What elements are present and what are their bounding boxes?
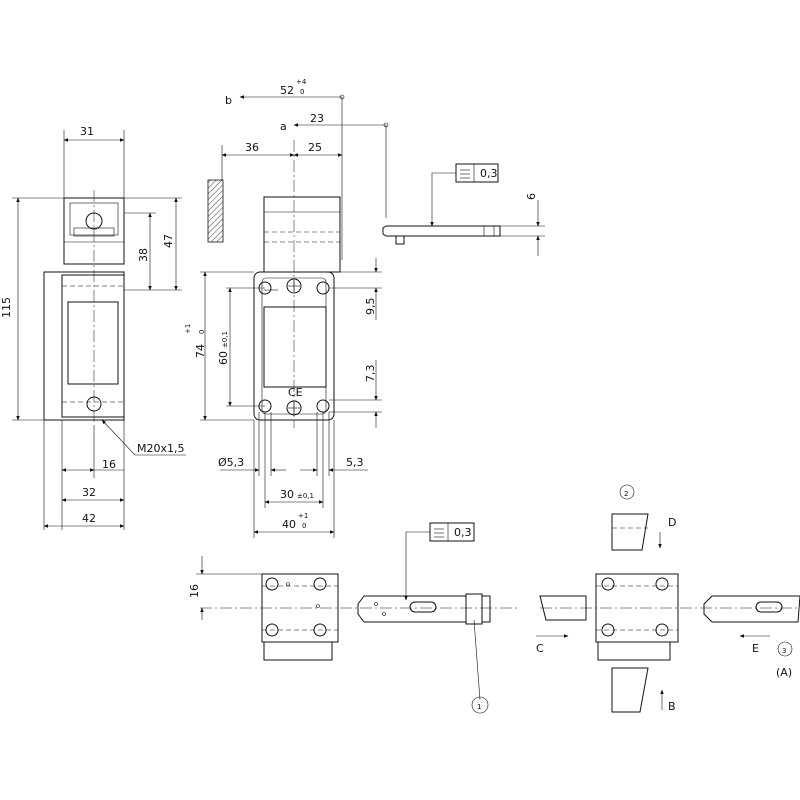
dim-40-tol-up: +1 [298, 512, 308, 520]
ref-a-label: a [280, 120, 287, 133]
dim-dia-5-3: Ø5,3 [218, 456, 244, 469]
dim-32: 32 [82, 486, 96, 499]
dim-30: 30 [280, 488, 294, 501]
dim-thread: M20x1,5 [137, 442, 185, 455]
front-view: CE b 52 +4 0 a 23 36 25 74 +1 0 60 ±0,1 [184, 78, 389, 538]
dim-52-tol-low: 0 [300, 88, 304, 96]
direction-E: E [752, 642, 759, 655]
dim-23: 23 [310, 112, 324, 125]
callout-1: 1 [477, 703, 481, 711]
dim-74: 74 [194, 344, 207, 358]
actuator-side-view: 6 0,3 [382, 163, 545, 256]
side-view: 31 115 38 47 M20x1,5 16 32 42 [0, 125, 186, 530]
dim-40: 40 [282, 518, 296, 531]
callout-2: 2 [624, 490, 628, 498]
dim-40-tol-low: 0 [302, 522, 306, 530]
dim-16: 16 [102, 458, 116, 471]
dim-25: 25 [308, 141, 322, 154]
dim-7-3: 7,3 [364, 365, 377, 383]
ce-mark: CE [288, 386, 303, 399]
dim-16-assembly: 16 [188, 584, 201, 598]
tol-flatness-2: 0,3 [454, 526, 472, 539]
dim-30-tol: ±0,1 [297, 492, 314, 500]
dim-52-tol-up: +4 [296, 78, 307, 86]
callout-A: (A) [776, 666, 792, 679]
assembly-view: 16 0,3 1 [188, 522, 520, 714]
dim-74-tol-up: +1 [184, 324, 192, 334]
dim-60: 60 [217, 351, 230, 365]
dim-31: 31 [80, 125, 94, 138]
dim-74-tol-low: 0 [198, 330, 206, 334]
dim-38: 38 [137, 248, 150, 262]
direction-B: B [668, 700, 676, 713]
dim-9-5: 9,5 [364, 298, 377, 316]
direction-D: D [668, 516, 676, 529]
dim-6: 6 [525, 193, 538, 200]
dim-36: 36 [245, 141, 259, 154]
dim-115: 115 [0, 297, 13, 318]
dim-52: 52 [280, 84, 294, 97]
tol-flatness-1: 0,3 [480, 167, 498, 180]
dim-5-3: 5,3 [346, 456, 364, 469]
dim-60-tol: ±0,1 [221, 331, 229, 348]
callout-3: 3 [782, 647, 786, 655]
direction-C: C [536, 642, 544, 655]
dim-47: 47 [162, 234, 175, 248]
ref-b-label: b [225, 94, 232, 107]
dim-42: 42 [82, 512, 96, 525]
approach-directions: C E 3 (A) 2 D B [536, 484, 800, 713]
